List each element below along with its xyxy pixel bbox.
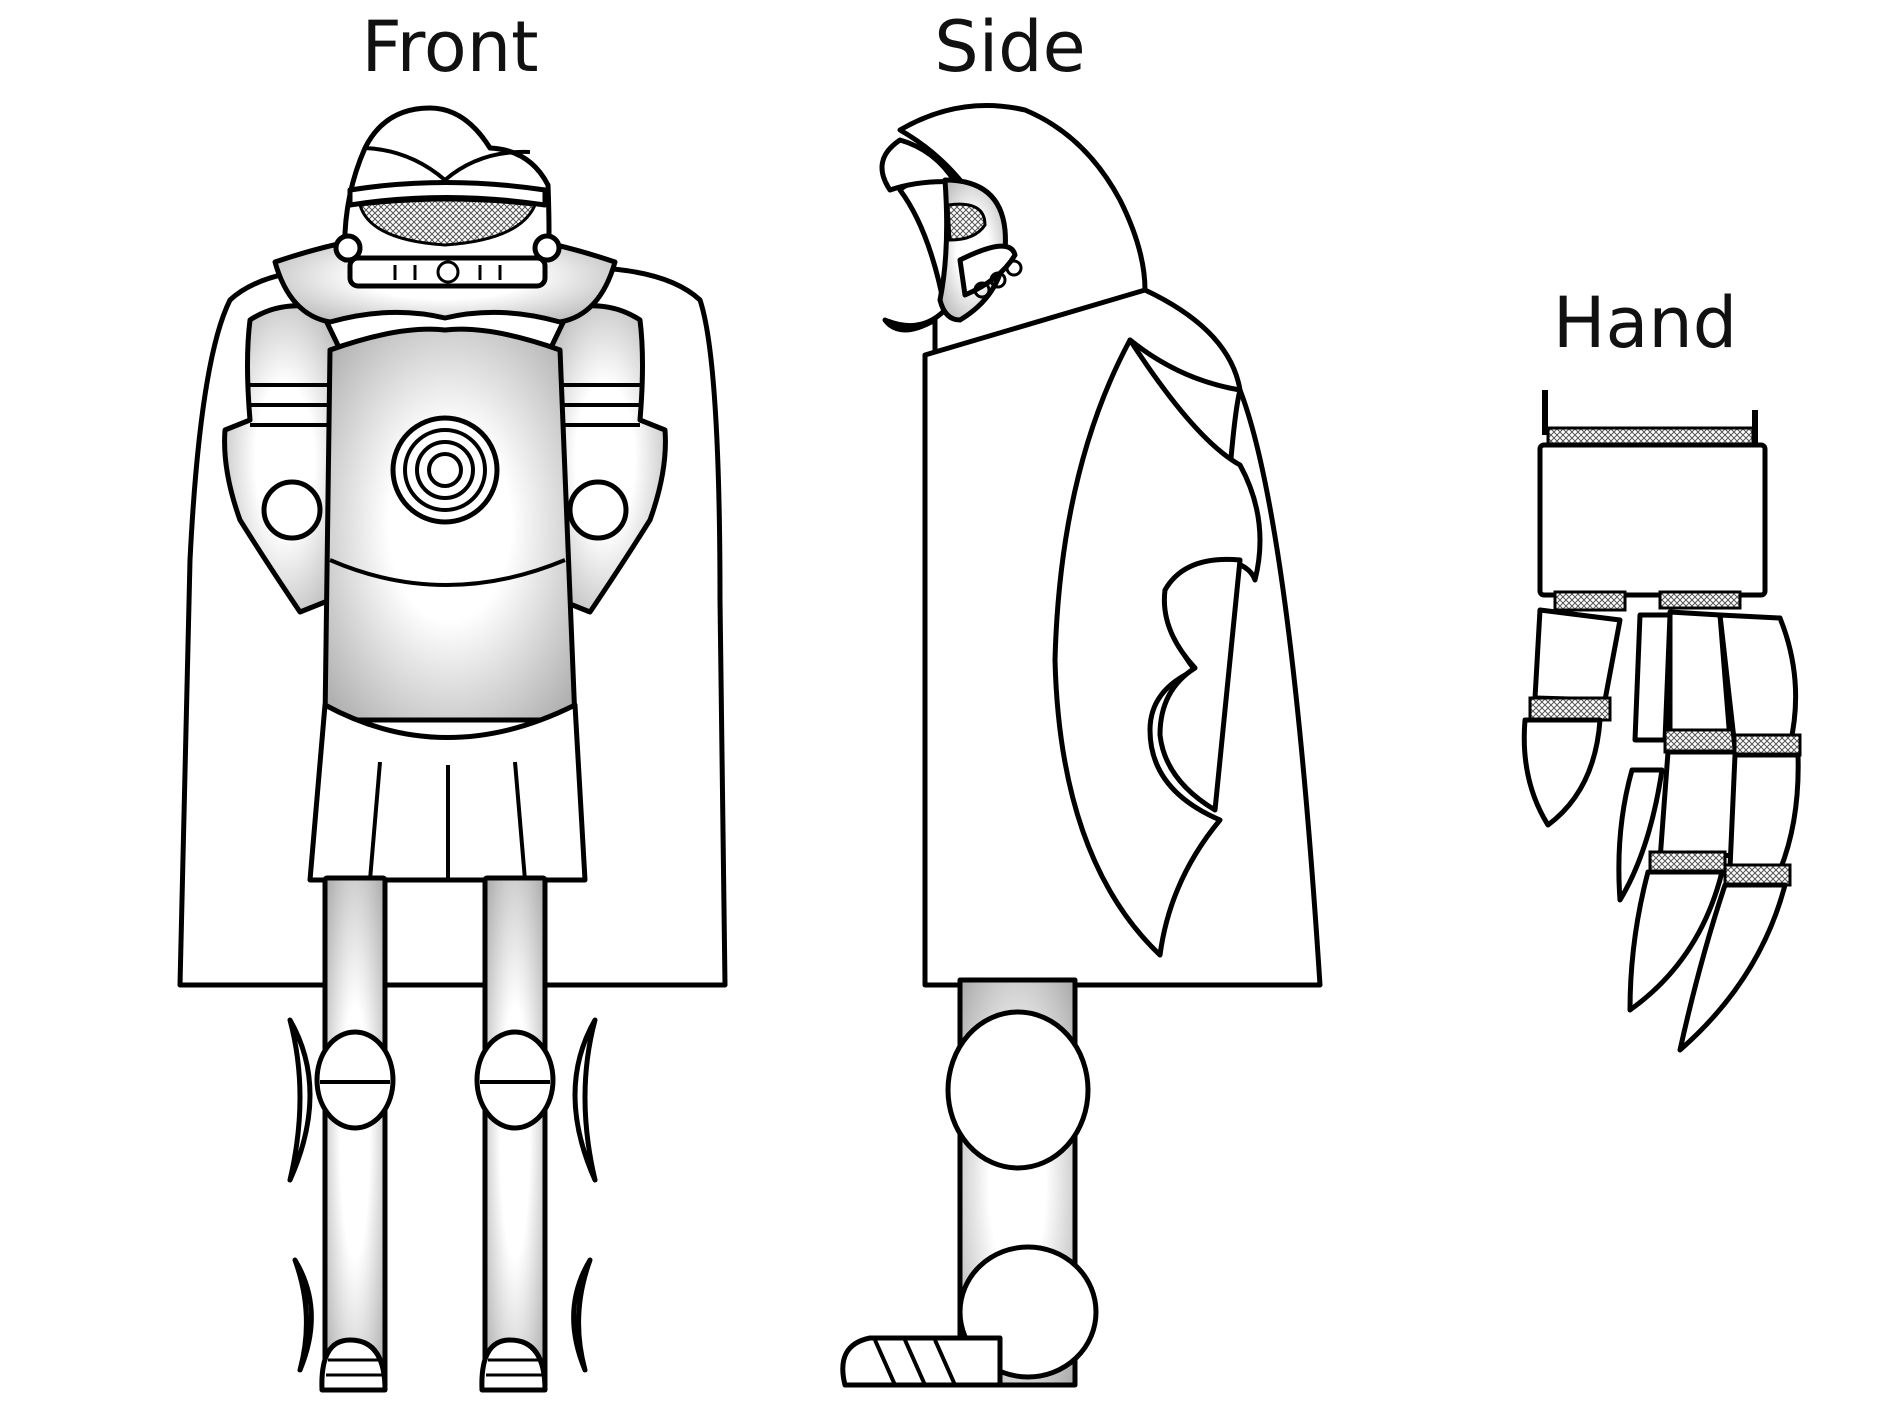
side-teeth: [946, 202, 987, 242]
hand-finger-2-mid: [1657, 749, 1738, 863]
front-left-elbow: [261, 479, 323, 541]
front-left-fin-upper: [287, 1017, 313, 1183]
front-right-foot: [479, 1337, 548, 1393]
side-foot: [840, 1335, 1003, 1388]
hand-finger-3-mid: [1727, 752, 1801, 873]
front-view: [177, 105, 728, 1393]
label-side: Side: [934, 6, 1086, 88]
front-visor: [358, 198, 538, 247]
hand-view: [1521, 390, 1802, 1053]
front-chest-emblem: [390, 415, 500, 525]
front-right-fin-lower: [571, 1257, 593, 1373]
front-left-fin-lower: [292, 1257, 314, 1373]
front-right-leg: [482, 875, 548, 1391]
side-view: [840, 103, 1323, 1388]
side-cape-cutout: [1157, 556, 1243, 813]
hand-thumb: [1532, 607, 1623, 703]
hand-thumb-tip: [1521, 717, 1603, 828]
side-jaw: [957, 243, 1018, 298]
hand-finger-3: [1717, 612, 1799, 751]
front-helmet-band: [347, 180, 548, 208]
front-left-foot: [319, 1337, 388, 1393]
front-right-fin-upper: [572, 1017, 598, 1183]
side-cape-flow: [1052, 337, 1263, 958]
front-neck-ring: [347, 255, 548, 289]
side-hood-inner: [879, 137, 958, 193]
hand-finger-1-tip: [1616, 767, 1665, 903]
side-knee: [945, 1009, 1091, 1171]
hand-palm: [1537, 442, 1768, 598]
hand-finger-1: [1632, 612, 1673, 743]
front-torso: [322, 326, 578, 723]
label-front: Front: [361, 6, 539, 88]
label-hand: Hand: [1552, 282, 1738, 364]
front-right-elbow: [567, 479, 629, 541]
hand-finger-2-tip: [1627, 869, 1725, 1013]
front-left-leg: [322, 875, 388, 1391]
hand-finger-3-tip: [1677, 882, 1788, 1053]
